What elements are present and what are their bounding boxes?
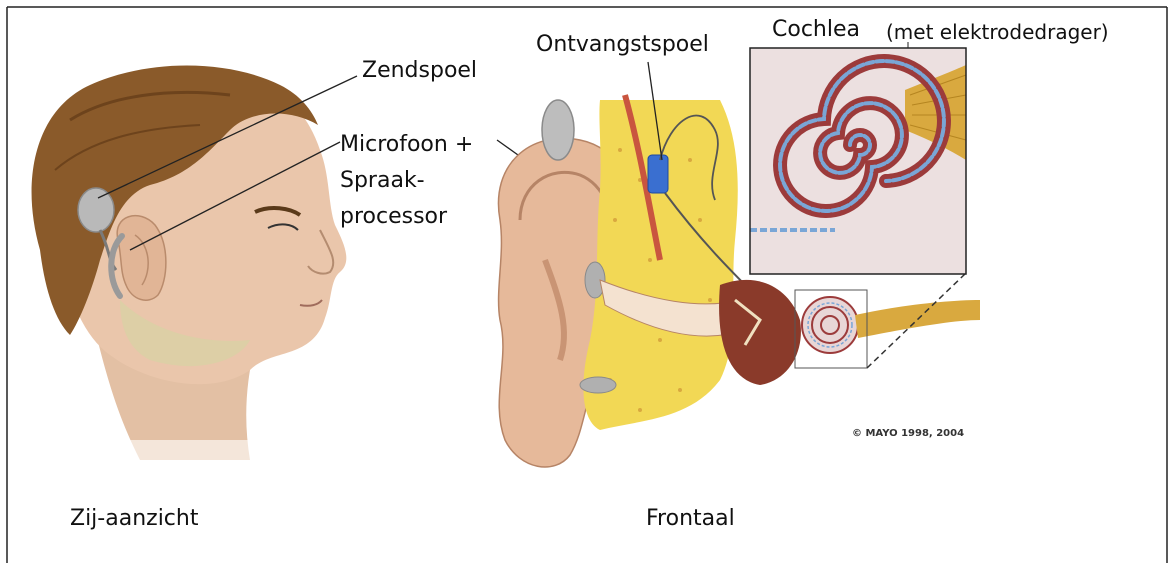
label-processor: processor <box>340 204 447 229</box>
transmitter-coil-front <box>542 100 574 160</box>
shoulder-fade <box>80 440 290 480</box>
label-ontvangstspoel: Ontvangstspoel <box>536 32 709 57</box>
cochlea-inset <box>750 48 966 274</box>
label-zij-aanzicht: Zij-aanzicht <box>70 506 198 531</box>
processor-grey <box>580 377 616 393</box>
transmitter-coil-side <box>78 188 114 232</box>
head-side-view <box>32 65 347 480</box>
label-cochlea: Cochlea <box>772 17 860 42</box>
copyright-mark: © MAYO 1998, 2004 <box>852 428 964 439</box>
implant-grey <box>585 262 605 298</box>
label-spraak: Spraak- <box>340 168 425 193</box>
middle-ear <box>719 280 801 385</box>
label-elektrodedrager: (met elektrodedrager) <box>886 20 1109 44</box>
cochlea-small <box>802 297 858 353</box>
label-frontaal: Frontaal <box>646 506 735 531</box>
lower-fade <box>480 470 800 500</box>
receiver-coil-device <box>648 155 668 193</box>
label-zendspoel: Zendspoel <box>362 58 477 83</box>
label-microfoon: Microfoon + <box>340 132 473 157</box>
